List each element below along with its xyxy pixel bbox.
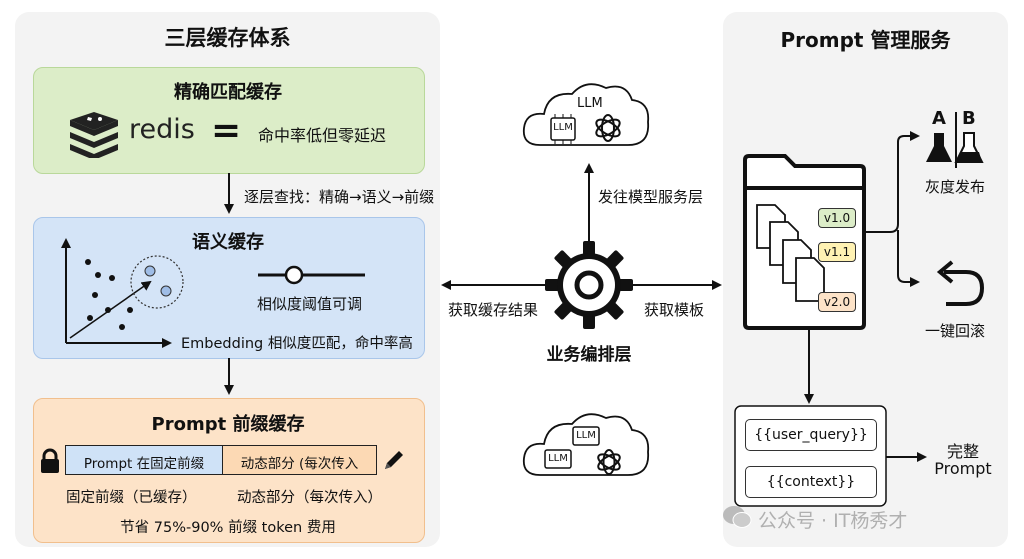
- version-tag-v1-1: v1.1: [818, 242, 856, 262]
- prefix-cache-title: Prompt 前缀缓存: [151, 414, 305, 435]
- prefix-fixed-segment: [65, 445, 223, 475]
- prefix-saving-text: 节省 75%-90% 前缀 token 费用: [120, 520, 336, 536]
- lock-icon: [39, 448, 61, 474]
- exact-match-title: 精确匹配缓存: [174, 82, 282, 103]
- full-prompt-label-1: 完整: [946, 442, 979, 461]
- ab-label-b: B: [962, 108, 976, 129]
- bottom-openai-icon: [597, 449, 621, 475]
- exact-match-desc: 命中率低但零延迟: [258, 126, 387, 145]
- threshold-label: 相似度阈值可调: [257, 295, 363, 313]
- version-tag-v1-0: v1.0: [818, 208, 856, 228]
- template-user-query: {{user_query}}: [745, 419, 877, 451]
- gray-release-label: 灰度发布: [924, 178, 985, 196]
- ab-label-a: A: [932, 108, 946, 129]
- top-cloud-llm-label: LLM: [577, 96, 603, 111]
- prompt-folder-icon: [743, 154, 866, 330]
- gear-icon: [545, 241, 633, 329]
- redis-logo-text: redis: [129, 114, 195, 145]
- get-cache-label: 获取缓存结果: [448, 301, 539, 319]
- cache-system-title: 三层缓存体系: [164, 26, 291, 50]
- full-prompt-label-2: Prompt: [934, 459, 992, 478]
- top-llm-chip-icon: [550, 114, 576, 144]
- bottom-chip-label-1: LLM: [576, 430, 596, 441]
- template-context: {{context}}: [745, 466, 877, 498]
- top-cloud-icon: [522, 83, 650, 146]
- prompt-service-title: Prompt 管理服务: [780, 28, 951, 52]
- version-tag-v2-0: v2.0: [818, 292, 856, 312]
- embedding-scatter-icon: [61, 238, 184, 348]
- model-layer-label: 发往模型服务层: [598, 188, 704, 206]
- arrow-to-gray-release: [864, 131, 920, 233]
- orchestration-layer-label: 业务编排层: [546, 345, 632, 365]
- ab-test-icon: [926, 112, 984, 168]
- redis-icon: [66, 110, 122, 160]
- prefix-dynamic-caption: 动态部分（每次传入）: [237, 490, 382, 506]
- prefix-fixed-caption: 固定前缀（已缓存）: [66, 490, 197, 506]
- watermark-text: 公众号 · IT杨秀才: [758, 510, 908, 532]
- prefix-dynamic-label: 动态部分 (每次传入: [240, 456, 359, 472]
- semantic-desc: Embedding 相似度匹配，命中率高: [181, 336, 413, 352]
- get-template-label: 获取模板: [644, 301, 705, 319]
- wechat-icon: [722, 504, 752, 530]
- equals-sign: =: [211, 110, 242, 151]
- layer-lookup-label: 逐层查找：精确→语义→前缀: [244, 188, 435, 206]
- prefix-dynamic-segment: [222, 445, 377, 475]
- undo-icon: [936, 260, 985, 306]
- bottom-llm-chip-icon-2: [544, 449, 572, 469]
- semantic-cache-box: [33, 217, 425, 359]
- bottom-llm-chip-icon-1: [572, 426, 600, 446]
- arrow-to-rollback: [897, 230, 920, 287]
- top-chip-label: LLM: [553, 122, 573, 133]
- rollback-label: 一键回滚: [924, 322, 985, 340]
- bottom-chip-label-2: LLM: [548, 453, 568, 464]
- pencil-icon: [382, 448, 406, 472]
- threshold-slider: [258, 265, 365, 285]
- prefix-fixed-label: Prompt 在固定前缀: [83, 456, 205, 472]
- document-stack-icon: [756, 204, 825, 302]
- semantic-cache-title: 语义缓存: [192, 232, 264, 253]
